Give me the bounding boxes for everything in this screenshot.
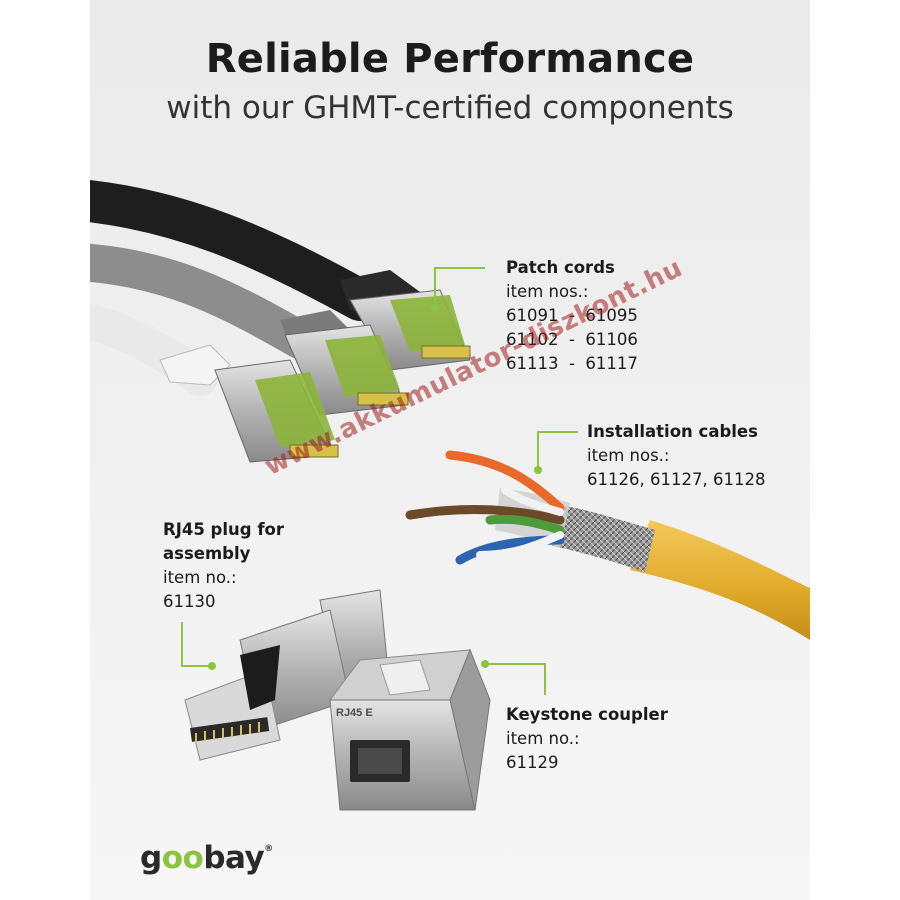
label-installation-cables: Installation cables item nos.: 61126, 61… xyxy=(587,420,765,492)
label-patch-cords-line: 61113 - 61117 xyxy=(506,354,638,373)
label-rj45-plug-line: item no.: xyxy=(163,568,237,587)
callout-lines xyxy=(181,267,578,695)
label-rj45-plug-line: 61130 xyxy=(163,592,216,611)
label-keystone-coupler-line: 61129 xyxy=(506,753,559,772)
registered-mark: ® xyxy=(264,844,273,854)
label-patch-cords: Patch cords item nos.: 61091 - 61095 611… xyxy=(506,256,638,376)
product-panel: Reliable Performance with our GHMT-certi… xyxy=(90,0,810,900)
callout-dot-patch xyxy=(431,304,439,312)
callout-dot-install xyxy=(534,466,542,474)
label-patch-cords-line: 61091 - 61095 xyxy=(506,306,638,325)
keystone-coupler-image: RJ45 E xyxy=(329,648,491,811)
label-installation-cables-line: 61126, 61127, 61128 xyxy=(587,470,766,489)
installation-cable-image xyxy=(405,450,810,640)
page-title: Reliable Performance xyxy=(205,36,695,82)
logo-prefix: g xyxy=(140,840,162,876)
label-patch-cords-line: 61102 - 61106 xyxy=(506,330,638,349)
label-patch-cords-title: Patch cords xyxy=(506,258,615,277)
page-subtitle: with our GHMT-certified components xyxy=(166,90,734,126)
patch-cords-image xyxy=(90,180,471,463)
label-installation-cables-line: item nos.: xyxy=(587,446,670,465)
label-rj45-plug-title: RJ45 plug for xyxy=(163,520,284,539)
goobay-logo: goobay® xyxy=(140,840,273,876)
callout-dot-rj45 xyxy=(208,662,216,670)
label-keystone-coupler: Keystone coupler item no.: 61129 xyxy=(506,703,668,775)
logo-oo: oo xyxy=(161,840,204,876)
label-installation-cables-title: Installation cables xyxy=(587,422,758,441)
product-illustration: RJ45 E xyxy=(90,180,810,811)
label-keystone-coupler-line: item no.: xyxy=(506,729,580,748)
label-rj45-plug: RJ45 plug for assembly item no.: 61130 xyxy=(163,518,284,614)
logo-suffix: bay xyxy=(203,840,265,876)
label-keystone-coupler-title: Keystone coupler xyxy=(506,705,668,724)
label-rj45-plug-title: assembly xyxy=(163,544,251,563)
label-patch-cords-line: item nos.: xyxy=(506,282,589,301)
keystone-marking: RJ45 E xyxy=(336,707,373,719)
callout-dot-keystone xyxy=(481,660,489,668)
